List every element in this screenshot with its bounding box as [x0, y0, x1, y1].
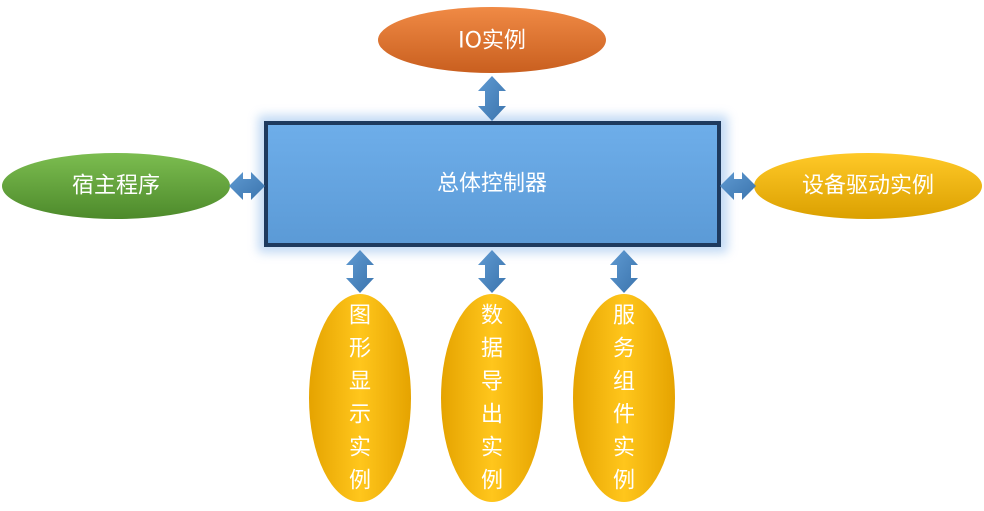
- io-instance-label: IO实例: [458, 29, 526, 54]
- arrow-center-driver: [720, 172, 756, 200]
- device-driver-label: 设备驱动实例: [802, 174, 934, 199]
- service-component-label: 服务组件实例: [613, 303, 635, 493]
- arrow-center-graphics: [346, 250, 374, 293]
- center-controller-box: [264, 121, 721, 247]
- service-component-node: [573, 294, 675, 502]
- arrow-center-service: [610, 250, 638, 293]
- graphics-display-label: 图形显示实例: [349, 303, 371, 493]
- arrow-host-center: [229, 172, 265, 200]
- host-program-node: [2, 153, 230, 219]
- device-driver-node: [754, 153, 982, 219]
- data-export-node: [441, 294, 543, 502]
- io-instance-node: [378, 7, 606, 73]
- arrow-center-export: [478, 250, 506, 293]
- host-program-label: 宿主程序: [72, 174, 160, 199]
- graphics-display-node: [309, 294, 411, 502]
- data-export-label: 数据导出实例: [481, 303, 503, 493]
- center-controller-label: 总体控制器: [437, 172, 547, 197]
- arrow-io-center: [478, 76, 506, 121]
